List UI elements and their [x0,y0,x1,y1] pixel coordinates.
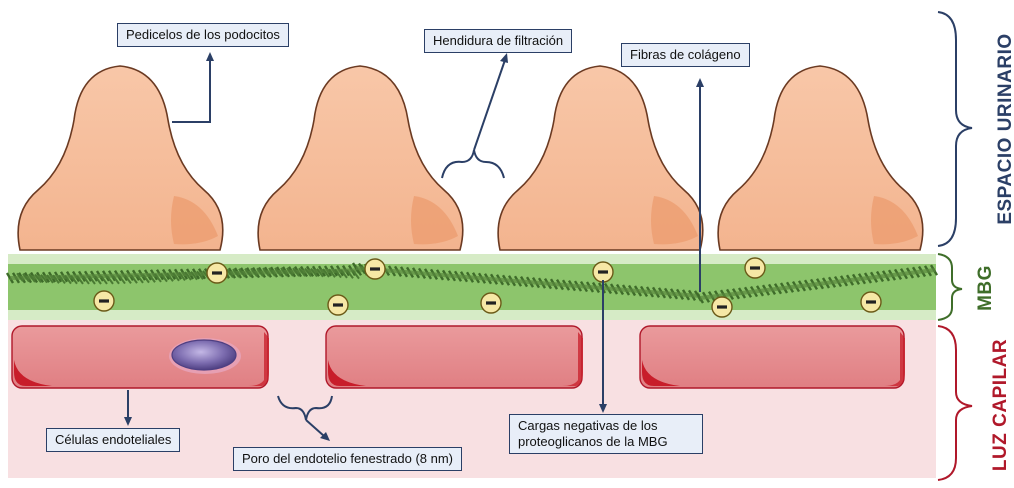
negative-charge [712,297,732,317]
podocyte-foot [498,66,703,250]
label-cargas: Cargas negativas de los proteoglicanos d… [509,414,703,454]
label-pedicelos: Pedicelos de los podocitos [117,23,289,47]
endothelial-cell [640,326,905,388]
luz-brace [938,326,972,480]
endothelial-cells [12,326,905,388]
negative-charge [328,295,348,315]
negative-charge [745,258,765,278]
side-mbg: MBG [975,258,1001,318]
espacio-brace [938,12,972,246]
side-luz-capilar: LUZ CAPILAR [990,330,1014,480]
label-poro: Poro del endotelio fenestrado (8 nm) [233,447,462,471]
negative-charge [207,263,227,283]
label-fibras: Fibras de colágeno [621,43,750,67]
negative-charge [94,291,114,311]
mbg-brace [938,254,962,320]
podocyte-foot [258,66,463,250]
side-espacio-urinario: ESPACIO URINARIO [995,9,1014,249]
podocyte-foot [718,66,923,250]
negative-charge [365,259,385,279]
negative-charge [593,262,613,282]
endothelial-nucleus [169,338,241,374]
slit-brace [442,150,504,178]
label-hendidura: Hendidura de filtración [424,29,572,53]
negative-charge [481,293,501,313]
label-cargas-line2: proteoglicanos de la MBG [518,434,694,450]
label-cargas-line1: Cargas negativas de los [518,418,694,434]
negative-charge [861,292,881,312]
pedicelos-connector [172,60,210,122]
endothelial-cell [326,326,583,388]
label-celulas: Células endoteliales [46,428,180,452]
side-braces [938,12,972,480]
podocyte-foot [18,66,223,250]
